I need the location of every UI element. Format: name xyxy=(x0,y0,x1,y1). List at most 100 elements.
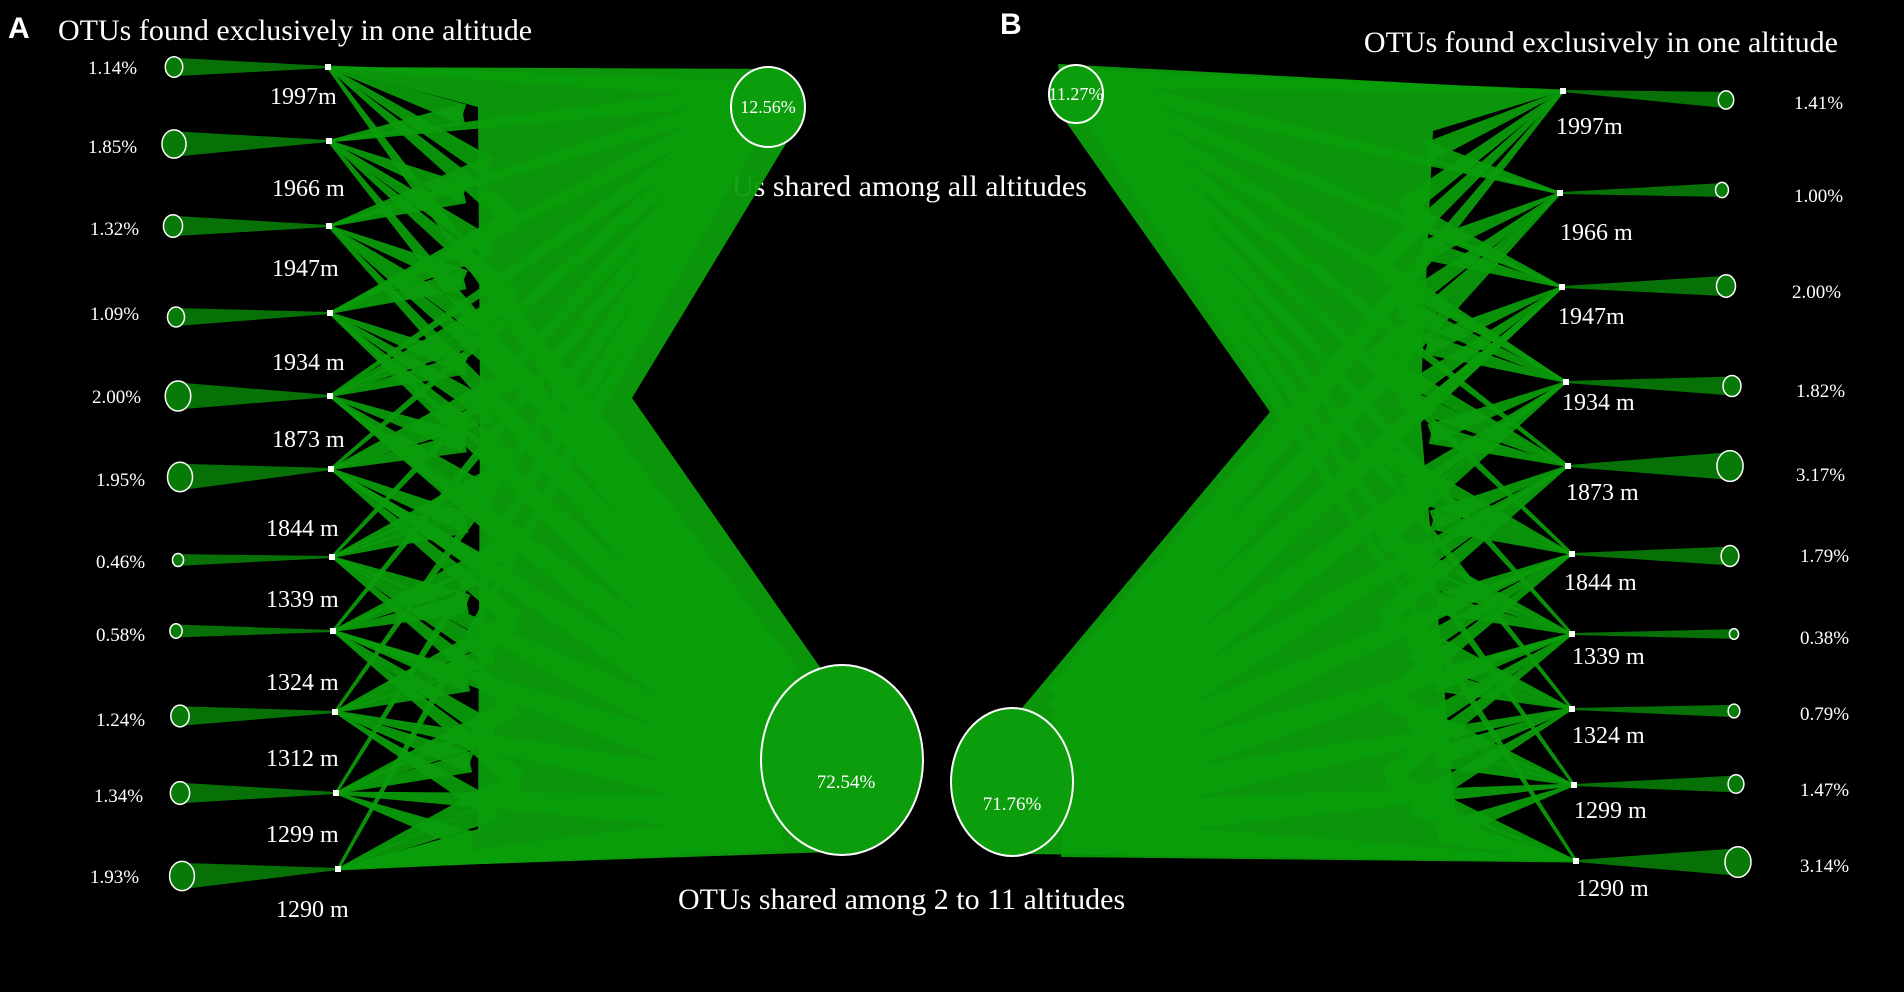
unique-pct-label: 1.85% xyxy=(88,137,137,158)
band-to-top-hub xyxy=(327,65,759,100)
band-to-top-hub xyxy=(334,112,766,794)
unique-pct-label: 1.09% xyxy=(90,304,139,325)
unique-pct-label: 0.38% xyxy=(1800,628,1849,649)
unique-otu-circle xyxy=(1728,627,1740,641)
unique-otu-circle xyxy=(1727,703,1741,719)
unique-pct-label: 1.79% xyxy=(1800,546,1849,567)
cross-band xyxy=(1433,708,1573,767)
cross-band xyxy=(329,395,469,452)
top-hub-label: 11.27% xyxy=(1049,84,1104,104)
band-to-top-hub xyxy=(331,105,765,632)
cross-band xyxy=(1425,142,1561,194)
unique-otu-circle xyxy=(1715,274,1737,298)
cross-band xyxy=(335,792,475,851)
unique-pct-label: 1.93% xyxy=(90,867,139,888)
unique-pct-label: 0.58% xyxy=(96,625,145,646)
altitude-label: 1339 m xyxy=(266,587,339,613)
cross-band xyxy=(1433,633,1573,691)
altitude-node xyxy=(327,310,333,316)
cross-band xyxy=(334,711,501,820)
altitude-label: 1299 m xyxy=(1574,798,1647,824)
cross-band xyxy=(327,66,467,124)
panel-a-title: OTUs found exclusively in one altitude xyxy=(58,14,532,47)
cross-band xyxy=(1434,747,1575,786)
altitude-node xyxy=(335,866,341,872)
band-to-top-hub xyxy=(328,84,759,143)
altitude-node xyxy=(332,709,338,715)
band-to-bottom-hub xyxy=(334,710,786,820)
band-to-top-hub xyxy=(1079,90,1574,636)
unique-band xyxy=(1559,183,1723,197)
unique-pct-label: 3.17% xyxy=(1796,465,1845,486)
bottom-hub-label: 72.54% xyxy=(817,772,876,793)
unique-pct-label: 1.34% xyxy=(94,786,143,807)
cross-band xyxy=(1408,795,1577,862)
unique-band xyxy=(174,57,328,77)
unique-otu-circle xyxy=(166,461,194,493)
bottom-hub-circle xyxy=(950,707,1074,857)
altitude-label: 1339 m xyxy=(1572,644,1645,670)
band-to-top-hub xyxy=(1082,76,1563,289)
altitude-label: 1997m xyxy=(270,84,337,110)
top-hub-circle xyxy=(1048,64,1104,124)
unique-otu-circle xyxy=(164,380,192,412)
band-to-top-hub xyxy=(1081,80,1567,384)
altitude-node xyxy=(333,790,339,796)
unique-pct-label: 0.46% xyxy=(96,552,145,573)
cross-band xyxy=(331,556,471,614)
panel-b-letter: B xyxy=(1000,8,1022,41)
band-to-top-hub xyxy=(329,95,764,398)
unique-band xyxy=(179,706,336,726)
cross-band xyxy=(329,312,496,420)
altitude-label: 1844 m xyxy=(1564,570,1637,596)
unique-band xyxy=(1572,629,1734,639)
cross-band xyxy=(328,140,468,203)
band-to-bottom-hub xyxy=(328,311,796,740)
altitude-label: 1290 m xyxy=(276,897,349,923)
cross-band xyxy=(334,711,474,772)
unique-band xyxy=(1561,275,1727,297)
unique-pct-label: 2.00% xyxy=(1792,282,1841,303)
altitude-node xyxy=(327,393,333,399)
altitude-label: 1324 m xyxy=(266,670,339,696)
altitude-label: 1299 m xyxy=(266,822,339,848)
altitude-node xyxy=(330,628,336,634)
unique-otu-circle xyxy=(1717,90,1735,110)
altitude-node xyxy=(325,64,331,70)
altitude-node xyxy=(1560,88,1566,94)
altitude-label: 1873 m xyxy=(1566,480,1639,506)
unique-otu-circle xyxy=(1716,449,1744,483)
band-to-top-hub xyxy=(1083,73,1561,195)
cross-band xyxy=(329,354,468,397)
altitude-node xyxy=(1569,631,1575,637)
cross-band xyxy=(327,66,494,175)
band-to-top-hub xyxy=(1078,94,1574,710)
band-to-bottom-hub xyxy=(1058,707,1573,827)
top-hub-label: 12.56% xyxy=(740,97,796,117)
top-hub-circle xyxy=(730,66,806,148)
unique-pct-label: 1.95% xyxy=(96,470,145,491)
cross-band xyxy=(1397,90,1564,218)
band-to-top-hub xyxy=(328,87,761,228)
unique-otu-circle xyxy=(161,129,187,159)
cross-band xyxy=(1428,424,1569,467)
unique-band xyxy=(177,554,333,566)
unique-band xyxy=(1571,704,1735,718)
altitude-label: 1324 m xyxy=(1572,723,1645,749)
band-to-bottom-hub xyxy=(1060,783,1575,842)
altitude-node xyxy=(1559,284,1565,290)
cross-band xyxy=(1368,192,1561,367)
unique-band xyxy=(175,308,331,326)
altitude-label: 1873 m xyxy=(272,427,345,453)
altitude-label: 1966 m xyxy=(1560,220,1633,246)
node-layer xyxy=(161,55,1752,892)
unique-pct-label: 0.79% xyxy=(1800,704,1849,725)
altitude-node xyxy=(1569,551,1575,557)
unique-band xyxy=(176,624,333,638)
altitude-label: 1934 m xyxy=(1562,390,1635,416)
altitude-label: 1966 m xyxy=(272,176,345,202)
cross-band xyxy=(1374,381,1567,546)
band-to-top-hub xyxy=(1080,83,1569,468)
altitude-node xyxy=(1563,379,1569,385)
